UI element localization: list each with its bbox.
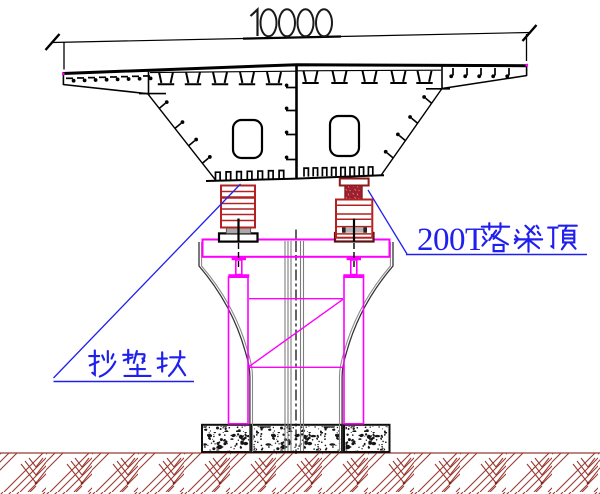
svg-text:200T: 200T xyxy=(417,222,485,258)
